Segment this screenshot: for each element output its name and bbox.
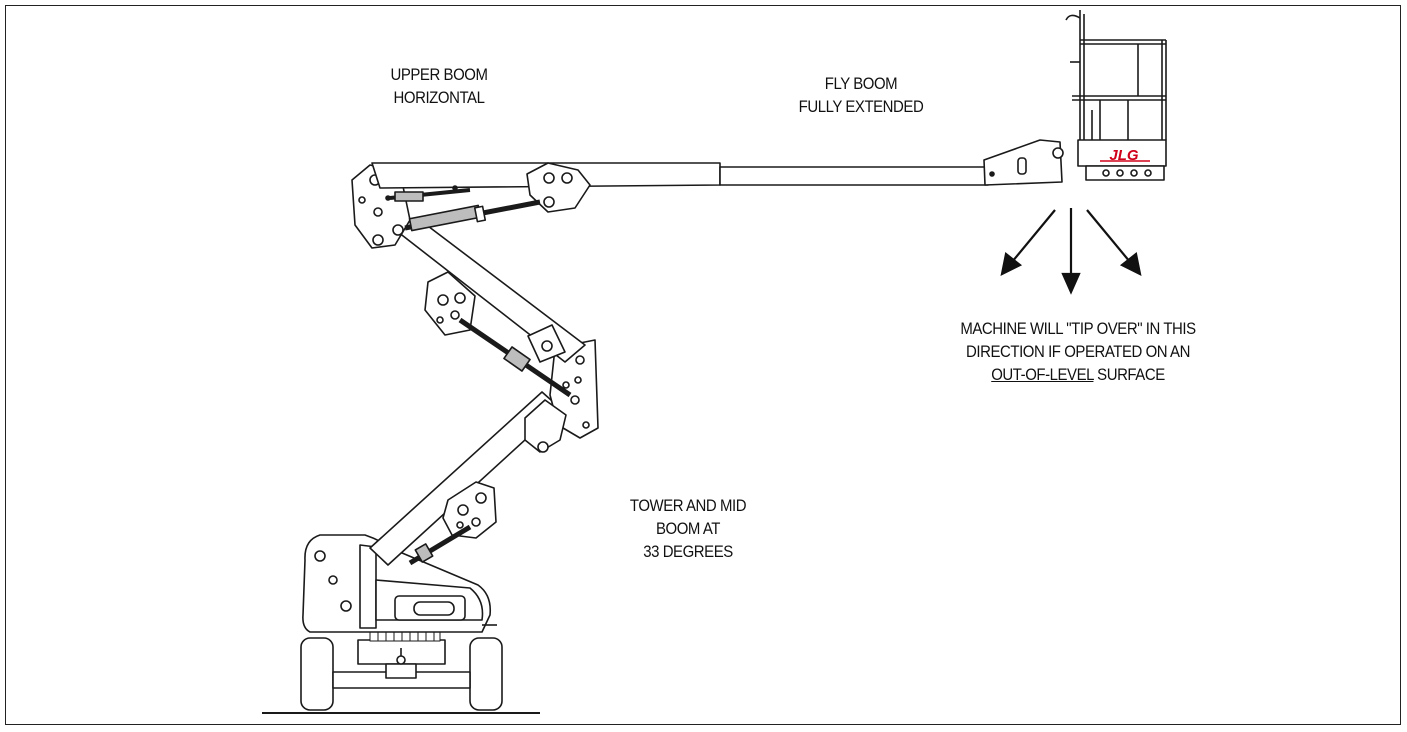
warning-line3-rest: SURFACE [1093,365,1165,384]
fly-boom [719,166,989,186]
drive-ribs [369,631,441,642]
tower-mid-label-line2: BOOM AT [656,519,720,538]
fly-boom-label-line2: FULLY EXTENDED [798,97,924,116]
warning-line2: DIRECTION IF OPERATED ON AN [966,342,1190,361]
right-wheel [469,637,503,711]
diagram-frame [5,5,1401,725]
tower-mid-label-line3: 33 DEGREES [643,542,733,561]
tip-over-arrows [1000,208,1142,295]
tower-mid-label-line1: TOWER AND MID [629,496,747,515]
upper-boom-label-line2: HORIZONTAL [393,88,485,107]
mid-cylinder [503,346,531,372]
tower-cylinder [414,543,434,563]
fly-boom-label: FLY BOOM FULLY EXTENDED [795,72,927,118]
jlg-logo: JLG [1109,147,1139,164]
upper-cylinder [408,204,482,232]
axle-center [385,663,417,679]
jlg-logo-band [1096,146,1156,162]
tip-over-warning: MACHINE WILL "TIP OVER" IN THIS DIRECTIO… [928,317,1227,386]
fly-boom-label-line1: FLY BOOM [824,74,898,93]
warning-line3: OUT-OF-LEVEL SURFACE [928,363,1227,386]
warning-underlined-term: OUT-OF-LEVEL [991,365,1094,384]
upper-pivot-plate [526,162,591,213]
tower-mid-label: TOWER AND MID BOOM AT 33 DEGREES [618,494,759,563]
upper-boom-label-line1: UPPER BOOM [390,65,488,84]
upper-boom-label: UPPER BOOM HORIZONTAL [373,63,505,109]
left-wheel [300,637,334,711]
warning-line1: MACHINE WILL "TIP OVER" IN THIS [960,319,1196,338]
turntable-slot [413,601,455,616]
